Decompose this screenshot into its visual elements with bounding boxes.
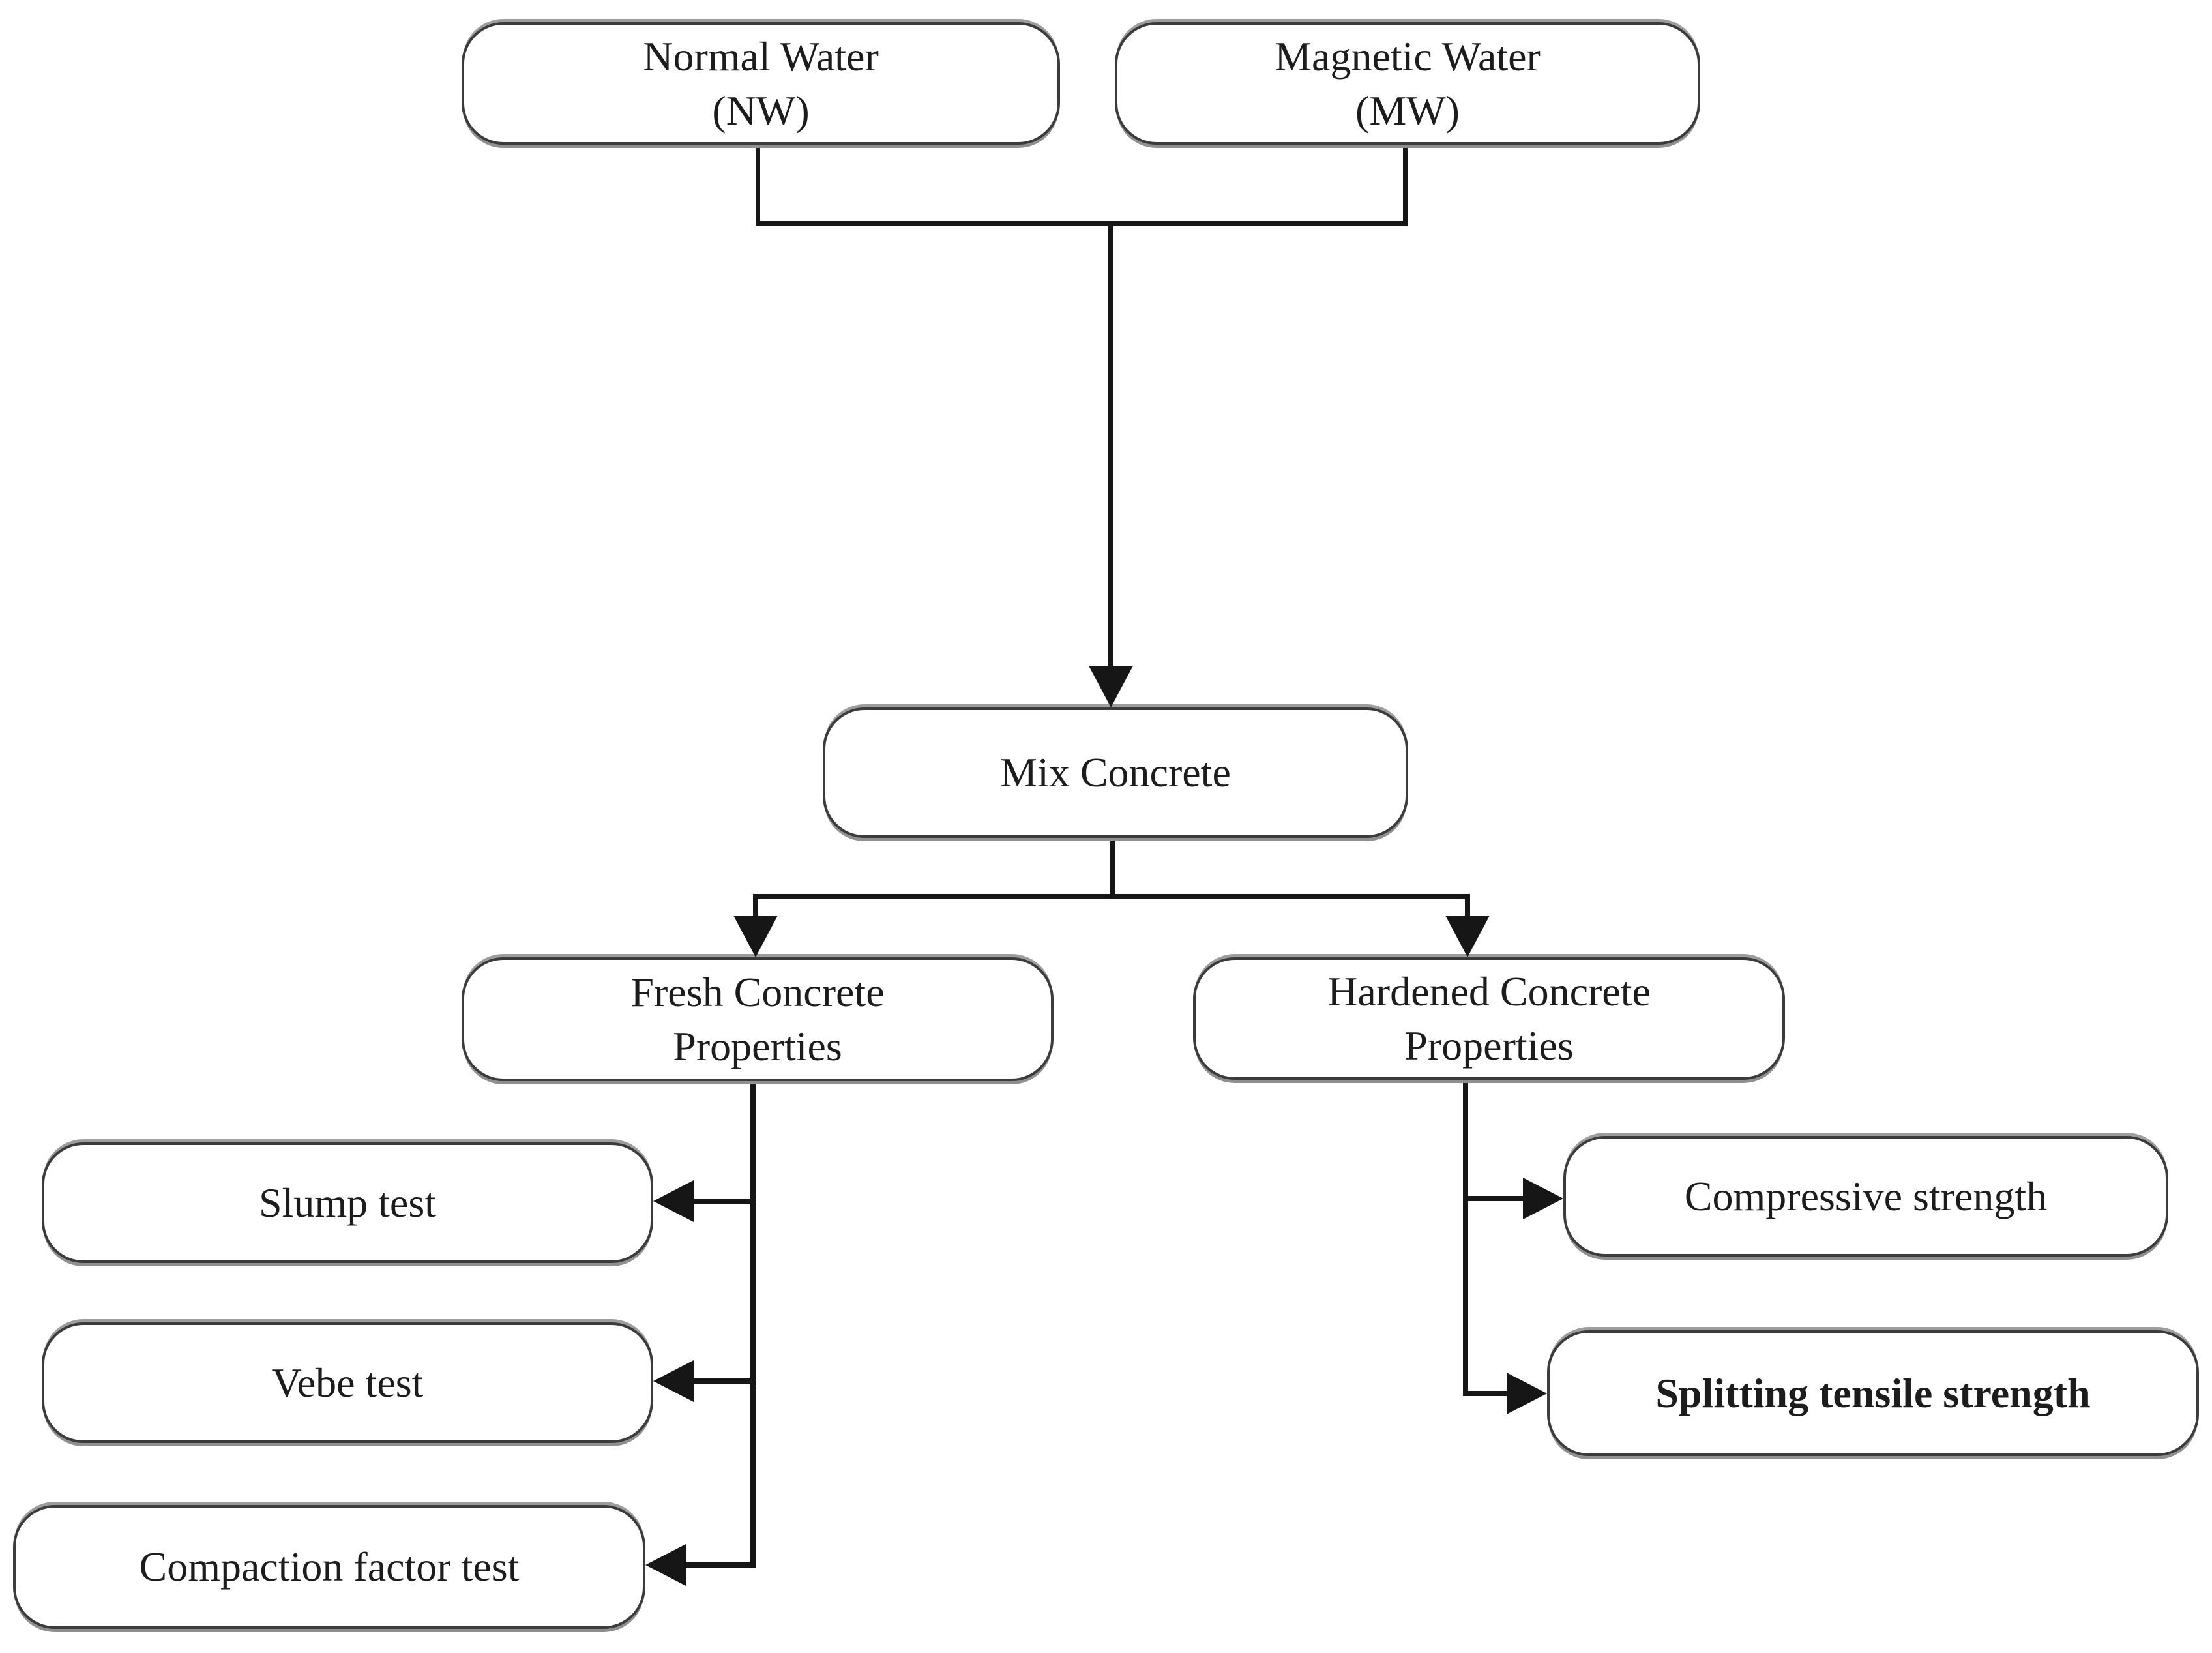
arrowhead-into-splitting-icon <box>1507 1373 1547 1414</box>
connector-compaction-stub <box>681 1562 756 1568</box>
node-normal-water-label: Normal Water <box>643 33 879 80</box>
node-hardened-concrete-properties: Hardened Concrete Properties <box>1193 957 1785 1080</box>
node-slump-test: Slump test <box>42 1142 653 1263</box>
node-fresh-concrete-properties: Fresh Concrete Properties <box>462 957 1054 1081</box>
connector-top-join-horizontal <box>756 221 1408 226</box>
connector-slump-stub <box>688 1199 756 1204</box>
node-magnetic-water-label: Magnetic Water <box>1275 33 1541 80</box>
connector-branch-right-down <box>1465 894 1470 923</box>
connector-mix-down <box>1110 837 1115 897</box>
connector-branch-horizontal <box>753 894 1470 899</box>
arrowhead-into-compressive-icon <box>1523 1178 1563 1219</box>
connector-join-to-mix <box>1108 221 1113 671</box>
arrowhead-into-mix-icon <box>1089 666 1133 707</box>
connector-compressive-stub <box>1466 1196 1531 1201</box>
node-normal-water-label-line2: (NW) <box>712 87 810 134</box>
node-slump-test-label: Slump test <box>258 1179 437 1226</box>
connector-magnetic-water-down <box>1403 143 1408 225</box>
node-splitting-tensile-strength: Splitting tensile strength <box>1547 1330 2199 1456</box>
node-fresh-properties-label: Fresh Concrete <box>630 968 885 1015</box>
node-magnetic-water: Magnetic Water (MW) <box>1115 22 1700 145</box>
node-normal-water: Normal Water (NW) <box>462 22 1060 145</box>
node-compaction-factor-test: Compaction factor test <box>13 1505 645 1629</box>
node-vebe-test: Vebe test <box>42 1322 653 1443</box>
node-vebe-test-label: Vebe test <box>271 1359 424 1406</box>
arrowhead-into-vebe-icon <box>653 1360 694 1402</box>
node-fresh-properties-label-line2: Properties <box>673 1023 842 1069</box>
node-mix-concrete: Mix Concrete <box>823 707 1408 838</box>
connector-fresh-trunk <box>750 1079 756 1568</box>
connector-vebe-stub <box>688 1378 756 1384</box>
node-splitting-strength-label: Splitting tensile strength <box>1655 1369 2091 1416</box>
node-compaction-test-label: Compaction factor test <box>139 1543 520 1590</box>
node-magnetic-water-label-line2: (MW) <box>1355 87 1460 134</box>
connector-branch-left-down <box>753 894 758 923</box>
arrowhead-into-slump-icon <box>653 1180 694 1222</box>
connector-normal-water-down <box>756 143 760 225</box>
node-hardened-properties-label-line2: Properties <box>1404 1022 1574 1069</box>
node-hardened-properties-label: Hardened Concrete <box>1327 968 1651 1015</box>
arrowhead-into-hardened-icon <box>1445 916 1490 957</box>
arrowhead-into-compaction-icon <box>645 1544 686 1586</box>
node-mix-concrete-label: Mix Concrete <box>1000 749 1231 796</box>
connector-splitting-stub <box>1466 1391 1514 1396</box>
node-compressive-strength-label: Compressive strength <box>1684 1172 2048 1219</box>
arrowhead-into-fresh-icon <box>733 916 778 957</box>
node-compressive-strength: Compressive strength <box>1563 1136 2168 1257</box>
connector-hardened-trunk <box>1463 1078 1468 1396</box>
